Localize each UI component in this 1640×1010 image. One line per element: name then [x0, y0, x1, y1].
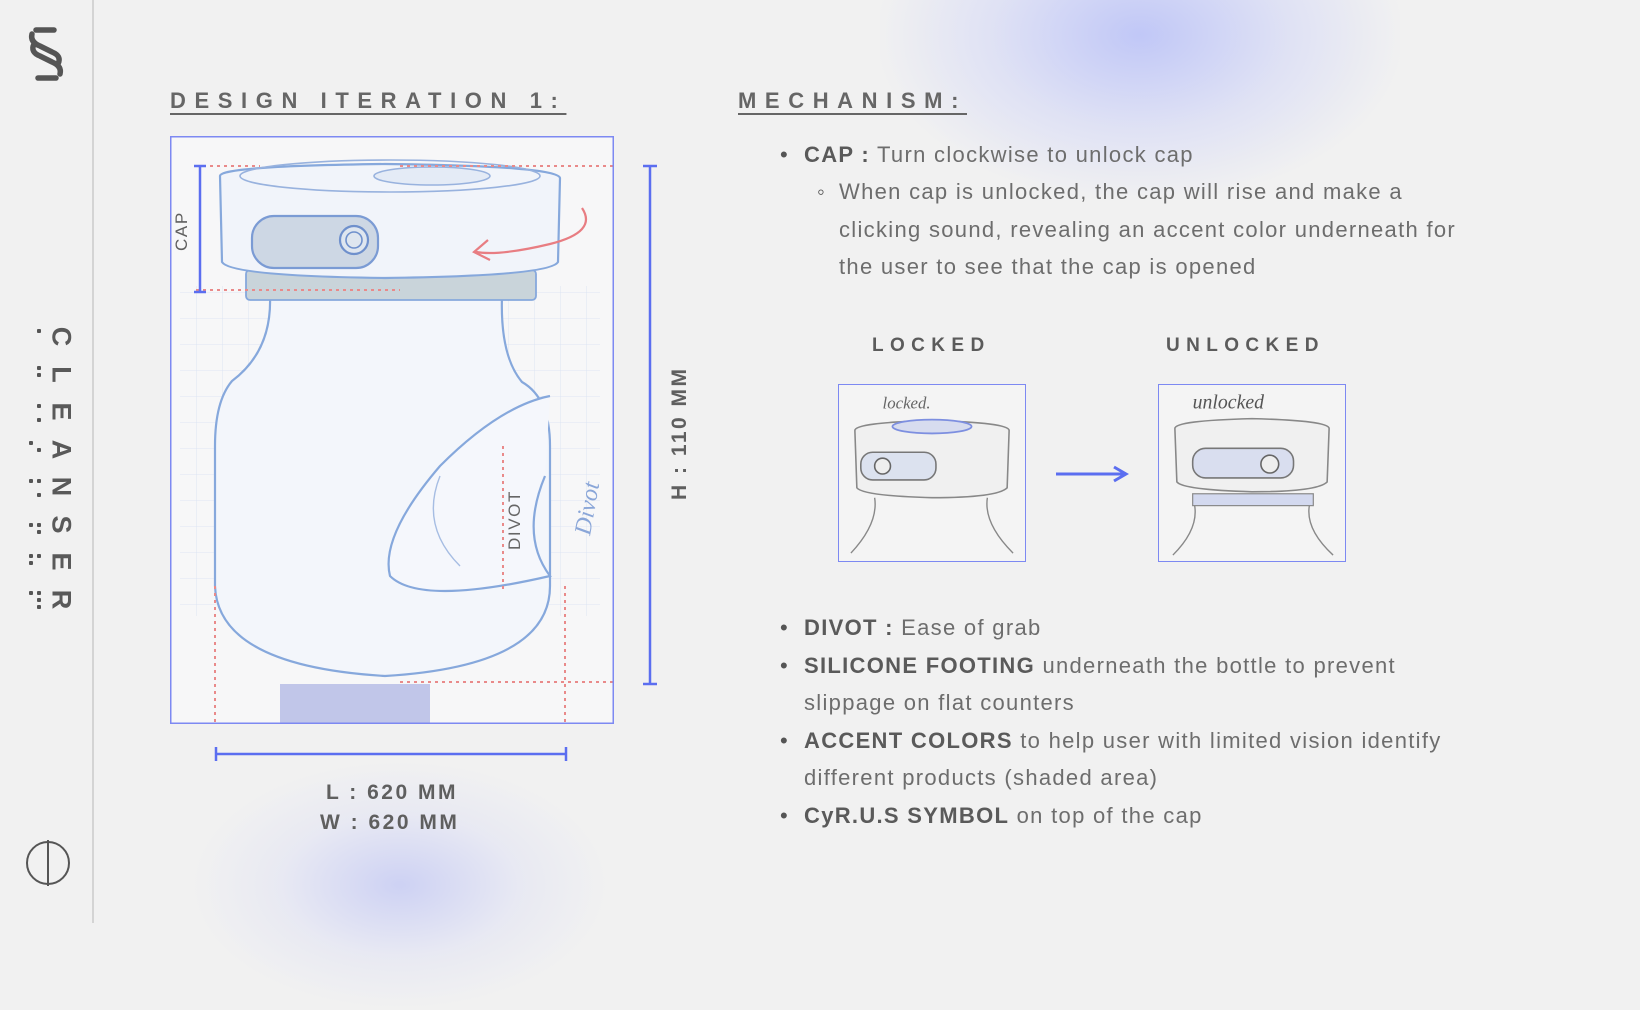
brand-letter-text: S: [46, 515, 77, 534]
brand-letter: E: [20, 393, 80, 431]
list-item: SILICONE FOOTING underneath the bottle t…: [780, 647, 1442, 722]
height-dimension-bar: [643, 164, 657, 686]
braille-dots-icon: [25, 364, 43, 384]
list-item: ACCENT COLORS to help user with limited …: [780, 722, 1442, 797]
brand-letter: R: [20, 581, 80, 619]
braille-dots-icon: [25, 552, 43, 572]
cap-bullet: CAP : Turn clockwise to unlock cap: [780, 136, 1194, 174]
arrow-right-icon: [1056, 465, 1129, 483]
globe-icon[interactable]: [25, 838, 71, 888]
brand-letter: S: [20, 506, 80, 544]
brand-letter-text: N: [46, 477, 77, 497]
bottle-sketch: Divot: [170, 136, 614, 724]
list-item: CAP : Turn clockwise to unlock cap: [780, 136, 1194, 174]
divot-dimension-label: DIVOT: [505, 490, 524, 550]
braille-dots-icon: [25, 402, 43, 422]
brand-letter: A: [20, 431, 80, 469]
list-item: DIVOT : Ease of grab: [780, 609, 1442, 647]
locked-label: LOCKED: [872, 335, 991, 356]
brand-letter: N: [20, 468, 80, 506]
braille-dots-icon: [25, 477, 43, 497]
locked-scribble: locked.: [883, 394, 931, 413]
brand-letter: C: [20, 318, 80, 356]
brand-letter-text: A: [46, 439, 77, 460]
list-item: CyR.U.S SYMBOL on top of the cap: [780, 797, 1442, 835]
brand-letter-text: R: [46, 589, 77, 610]
design-iteration-heading: DESIGN ITERATION 1:: [170, 88, 567, 113]
brand-letter-text: E: [46, 552, 77, 571]
braille-dots-icon: [25, 327, 43, 347]
braille-dots-icon: [25, 589, 43, 610]
cap-sub-bullet: When cap is unlocked, the cap will rise …: [817, 173, 1456, 286]
cap-dimension-label: CAP: [172, 211, 191, 251]
braille-dots-icon: [25, 514, 43, 535]
brand-letter-text: E: [46, 402, 77, 421]
unlocked-scribble: unlocked: [1193, 392, 1264, 414]
feature-bullet-list: DIVOT : Ease of grabSILICONE FOOTING und…: [780, 609, 1442, 835]
brand-letter-text: L: [46, 366, 77, 383]
mechanism-heading: MECHANISM:: [738, 88, 967, 113]
length-dimension-label: L : 620 MM: [326, 781, 458, 804]
braille-dots-icon: [25, 439, 43, 459]
locked-sketch: locked.: [838, 384, 1026, 562]
width-dimension-label: W : 620 MM: [320, 811, 460, 834]
brand-letter: L: [20, 356, 80, 394]
stylized-s-logo-icon[interactable]: [26, 26, 66, 82]
brand-letter-text: C: [46, 327, 77, 347]
unlocked-sketch: unlocked: [1158, 384, 1346, 562]
height-dimension-label: H : 110 MM: [668, 366, 691, 500]
brand-letter: E: [20, 543, 80, 581]
length-dimension-bar: [214, 747, 568, 761]
unlocked-label: UNLOCKED: [1166, 335, 1325, 356]
